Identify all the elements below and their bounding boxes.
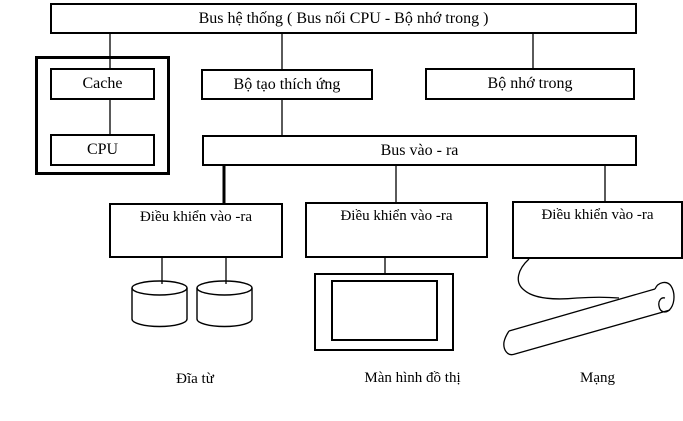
box-io-controller-1: Điều khiển vào -ra	[109, 203, 283, 258]
network-pipe-drawing	[503, 281, 675, 356]
box-system-bus: Bus hệ thống ( Bus nối CPU - Bộ nhớ tron…	[50, 3, 637, 34]
disk-cylinder-1	[131, 280, 188, 328]
box-io-controller-3: Điều khiển vào -ra	[512, 201, 683, 259]
network-cable-drawing	[517, 258, 620, 300]
box-io-bus: Bus vào - ra	[202, 135, 637, 166]
label-disk: Đĩa từ	[176, 371, 214, 387]
box-io-controller-2: Điều khiển vào -ra	[305, 202, 488, 258]
label-network: Mạng	[580, 370, 615, 386]
disk-cylinder-2	[196, 280, 253, 328]
monitor-drawing	[314, 273, 454, 351]
box-adapter: Bộ tạo thích ứng	[201, 69, 373, 100]
box-cpu: CPU	[50, 134, 155, 166]
box-cache: Cache	[50, 68, 155, 100]
label-display: Màn hình đồ thị	[364, 370, 461, 386]
box-internal-memory: Bộ nhớ trong	[425, 68, 635, 100]
cpu-group-box	[35, 56, 170, 175]
